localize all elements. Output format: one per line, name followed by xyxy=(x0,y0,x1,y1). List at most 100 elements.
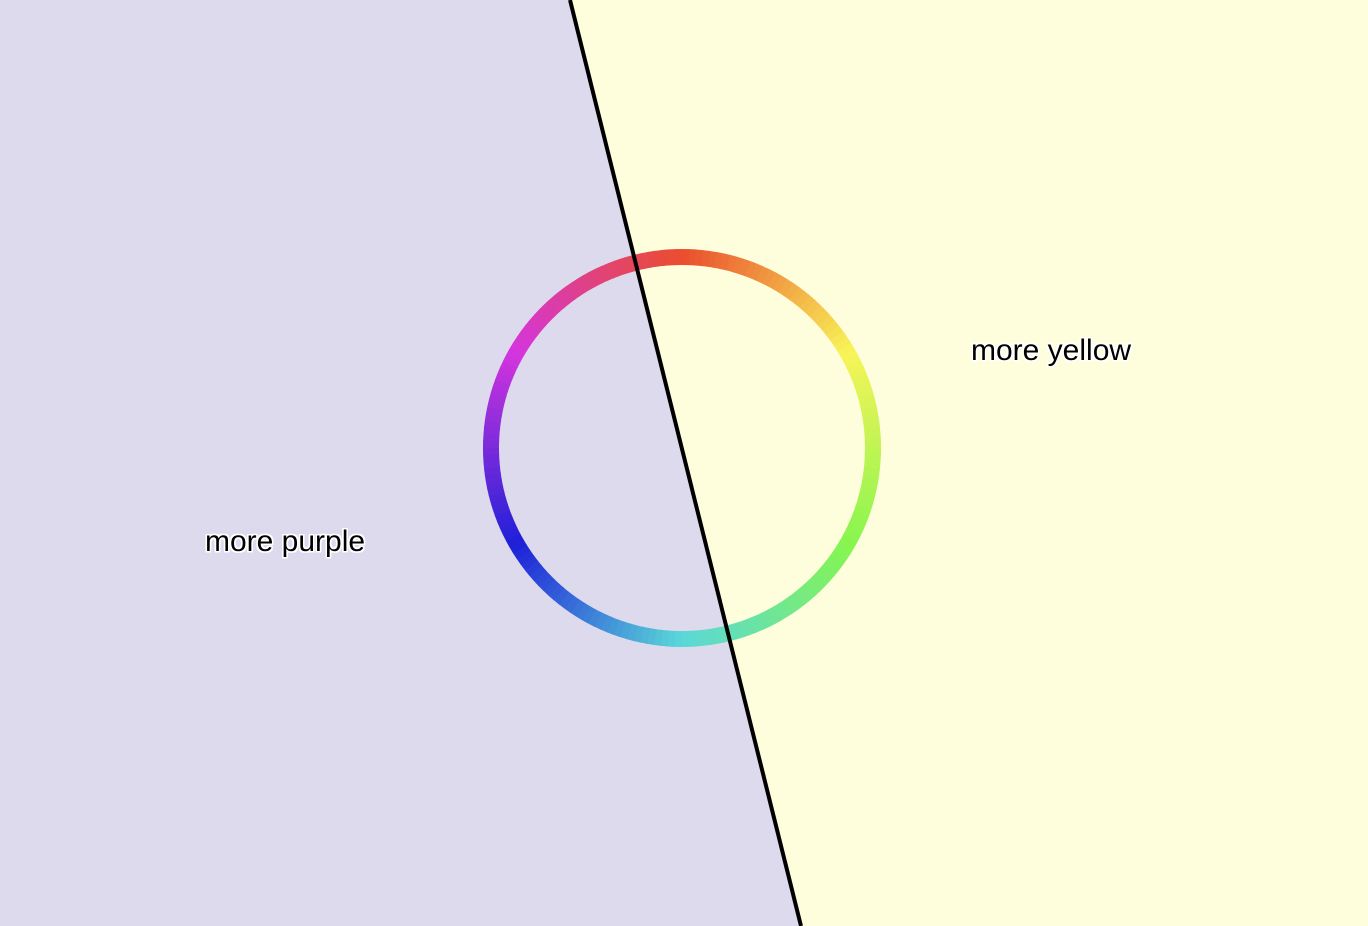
hue-ring-segment xyxy=(767,272,783,291)
hue-ring-segment xyxy=(502,527,521,542)
hue-color-wheel-ring xyxy=(482,248,882,648)
hue-ring-segment xyxy=(720,253,732,271)
hue-ring-segment xyxy=(817,565,835,582)
hue-ring-segment xyxy=(857,492,876,504)
hue-ring-segment xyxy=(492,503,511,517)
hue-ring-segment xyxy=(829,550,847,566)
hue-ring-segment xyxy=(762,269,777,287)
hue-ring-segment xyxy=(569,599,586,617)
hue-ring-segment xyxy=(606,617,620,635)
hue-ring-segment xyxy=(808,575,826,592)
hue-ring-segment xyxy=(620,256,633,274)
hue-ring-segment xyxy=(731,622,744,640)
hue-ring-segment xyxy=(755,612,770,631)
hue-ring-segment xyxy=(500,359,518,374)
hue-ring-segment xyxy=(581,605,597,624)
hue-ring-segment xyxy=(761,609,776,628)
hue-ring-segment xyxy=(713,252,725,270)
hue-ring-segment xyxy=(548,294,566,313)
hue-ring-segment xyxy=(640,251,652,270)
hue-ring-segment xyxy=(860,406,879,418)
hue-ring-segment xyxy=(601,263,615,281)
hue-ring-segment xyxy=(497,515,515,529)
hue-ring-segment xyxy=(826,325,844,342)
hue-ring-segment xyxy=(588,268,603,287)
hue-ring-segment xyxy=(660,629,670,647)
hue-ring-segment xyxy=(661,249,671,267)
hue-ring-segment xyxy=(513,335,531,352)
hue-ring-segment xyxy=(857,393,876,405)
hue-ring-segment xyxy=(653,629,663,646)
hue-ring-segment xyxy=(587,609,602,627)
hue-ring-segment xyxy=(548,583,565,601)
hue-ring-segment xyxy=(509,341,528,357)
hue-ring-segment xyxy=(856,386,874,399)
hue-ring-segment xyxy=(558,591,575,609)
hue-ring-segment xyxy=(512,544,531,560)
more-yellow-label: more yellow xyxy=(971,334,1132,367)
hue-ring-segment xyxy=(813,309,831,327)
hue-ring-segment xyxy=(794,291,811,309)
hue-ring-segment xyxy=(486,405,504,417)
hue-ring-segment xyxy=(488,491,507,503)
divider-line xyxy=(568,0,803,926)
hue-ring-segment xyxy=(772,603,788,621)
hue-ring-segment xyxy=(812,570,830,587)
hue-ring-segment xyxy=(859,486,877,498)
hue-ring-segment xyxy=(495,372,513,386)
hue-ring-segment xyxy=(846,522,864,537)
hue-ring-segment xyxy=(490,385,509,398)
hue-ring-segment xyxy=(600,614,614,633)
hue-ring-segment xyxy=(619,621,632,640)
hue-ring-segment xyxy=(767,606,782,625)
hue-ring-segment xyxy=(743,617,757,636)
hue-ring-segment xyxy=(483,426,501,436)
hue-ring-segment xyxy=(803,579,821,597)
hue-ring-segment xyxy=(488,392,507,404)
hue-ring-segment xyxy=(505,533,524,548)
hue-ring-segment xyxy=(538,574,555,592)
hue-ring-segment xyxy=(778,599,794,618)
hue-ring-segment xyxy=(809,304,826,322)
hue-ring-segment xyxy=(784,283,800,301)
hue-ring-segment xyxy=(517,330,535,346)
hue-ring-segment xyxy=(862,473,880,484)
hue-ring-segment xyxy=(554,290,571,308)
hue-ring-segment xyxy=(553,587,570,605)
hue-ring-segment xyxy=(516,549,534,565)
hue-ring-segment xyxy=(833,544,851,561)
hue-ring-segment xyxy=(483,466,501,476)
hue-ring-segment xyxy=(593,612,608,630)
hue-ring-segment xyxy=(497,366,516,380)
hue-ring-segment xyxy=(788,592,805,610)
hue-ring-segment xyxy=(833,336,852,352)
hue-ring-segment xyxy=(783,596,799,614)
hue-ring-segment xyxy=(750,263,764,282)
hue-ring-segment xyxy=(821,560,839,577)
hue-ring-segment xyxy=(492,378,511,392)
hue-ring-segment xyxy=(528,564,547,582)
hue-ring-segment xyxy=(843,528,861,543)
hue-ring-segment xyxy=(737,619,751,638)
hue-ring-segment xyxy=(576,275,592,293)
hue-ring-segment xyxy=(487,485,505,497)
hue-ring-segment xyxy=(863,427,881,437)
hue-ring-segment xyxy=(524,559,542,576)
hue-ring-segment xyxy=(701,250,711,267)
hue-ring-segment xyxy=(490,497,508,510)
hue-ring-segment xyxy=(859,399,877,411)
hue-ring-segment xyxy=(494,509,513,523)
hue-ring-segment xyxy=(732,256,745,275)
hue-ring-segment xyxy=(499,521,518,536)
hue-ring-segment xyxy=(804,300,821,318)
hue-ring-segment xyxy=(846,360,865,375)
hue-ring-segment xyxy=(706,628,717,646)
hue-ring-segment xyxy=(825,555,843,572)
hue-ring-segment xyxy=(778,279,795,297)
hue-ring-segment xyxy=(485,478,504,490)
hue-ring-segment xyxy=(694,249,704,267)
hue-ring-segment xyxy=(822,320,840,337)
hue-ring-segment xyxy=(575,602,591,621)
hue-ring-segment xyxy=(853,379,872,393)
